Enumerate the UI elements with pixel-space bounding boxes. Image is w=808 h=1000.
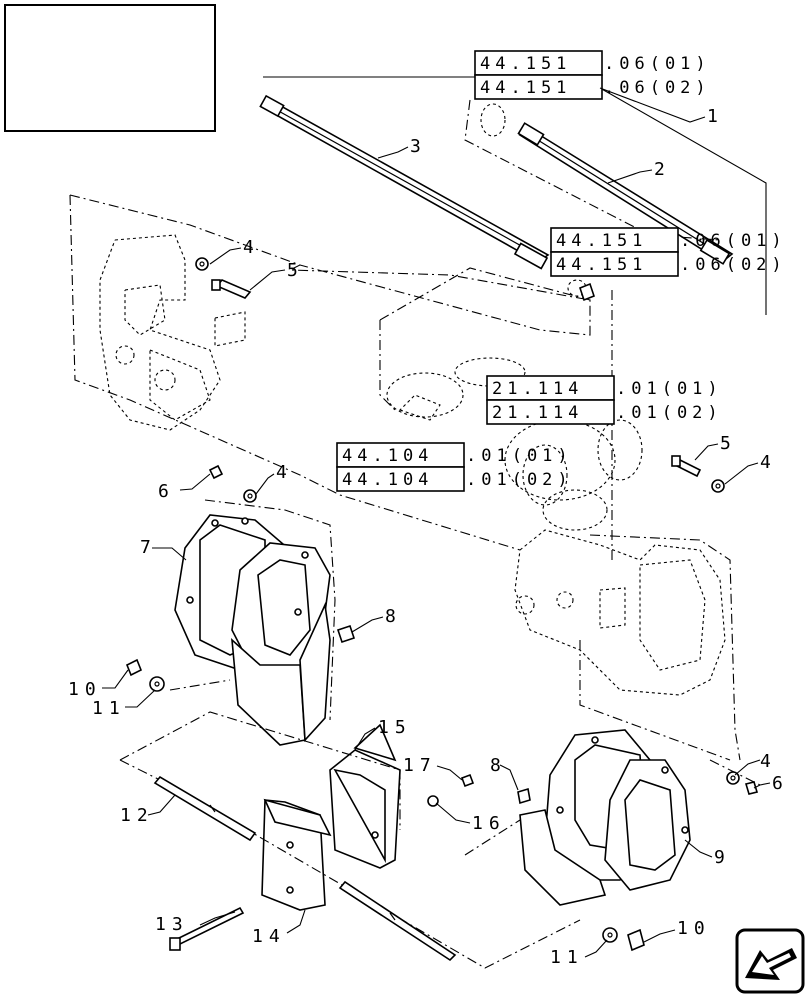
envelope-left-lower: [69, 194, 521, 551]
ref-label: 44.104: [342, 446, 433, 466]
envelope-lower-bottom: [119, 759, 581, 969]
envelope-left: [69, 194, 591, 336]
ghost-gear-top: [480, 103, 506, 137]
callout-4a: 4: [243, 237, 260, 258]
envelope-cover-7: [204, 499, 336, 721]
bracket-15: [329, 723, 401, 869]
envelope-middle-top: [379, 267, 591, 321]
left-housing-ghost: [99, 234, 246, 431]
callouts: 1 2 3 4 5 4 5 4 6 4 7 8 10 11 15 17 8 6 …: [68, 106, 789, 968]
envelope-cover-7-left: [169, 679, 231, 691]
reference-line-right: [599, 87, 767, 315]
callout-7: 7: [140, 537, 157, 558]
ref-44-151-mid: 44.151 .06(01) 44.151 .06(02): [550, 227, 787, 277]
housing-cover-7: [174, 514, 331, 746]
callout-4d: 4: [760, 751, 777, 772]
shaft-2: [517, 122, 734, 265]
callout-4c: 4: [276, 462, 293, 483]
stud-12: [153, 775, 257, 842]
envelope-lower: [119, 711, 401, 830]
envelope-cover-9: [464, 819, 521, 856]
ref-label: 44.104: [342, 470, 433, 490]
envelope-right-lower: [579, 640, 731, 761]
callout-17: 17: [403, 755, 437, 776]
callout-6a: 6: [158, 481, 175, 502]
callout-3: 3: [410, 136, 427, 157]
callout-11b: 11: [550, 947, 584, 968]
ref-label: 21.114: [492, 379, 583, 399]
ref-suffix: .06(02): [604, 78, 711, 98]
stud-16: [338, 880, 457, 962]
ref-21-114: 21.114 .01(01) 21.114 .01(02): [486, 375, 723, 425]
callout-13: 13: [155, 914, 189, 935]
ref-suffix: .06(02): [680, 255, 787, 275]
ref-label: 44.151: [556, 255, 647, 275]
envelope-shaft-2: [464, 99, 721, 241]
ref-label: 44.151: [480, 78, 571, 98]
callout-5b: 5: [720, 433, 737, 454]
ref-label: 44.151: [480, 54, 571, 74]
ref-44-104: 44.104 .01(01) 44.104 .01(02): [336, 442, 573, 492]
callout-15: 15: [378, 717, 412, 738]
callout-6b: 6: [772, 773, 789, 794]
fasteners: [125, 257, 759, 952]
bolt-13: [169, 906, 245, 951]
bracket-14: [261, 798, 332, 911]
ref-suffix: .06(01): [680, 231, 787, 251]
right-housing-ghost: [514, 529, 726, 696]
ref-suffix: .01(01): [616, 379, 723, 399]
ref-suffix: .01(02): [616, 403, 723, 423]
callout-8b: 8: [490, 755, 507, 776]
callout-4b: 4: [760, 452, 777, 473]
shaft-3: [259, 94, 550, 270]
ref-label: 21.114: [492, 403, 583, 423]
housing-cover-9: [519, 729, 691, 906]
leaders: [102, 87, 771, 958]
callout-10b: 10: [677, 918, 711, 939]
callout-10a: 10: [68, 679, 102, 700]
callout-12: 12: [120, 805, 154, 826]
navigation-arrow-icon[interactable]: [735, 928, 805, 994]
callout-9: 9: [714, 847, 731, 868]
ref-label: 44.151: [556, 231, 647, 251]
ref-suffix: .01(01): [466, 446, 573, 466]
callout-8a: 8: [385, 606, 402, 627]
callout-2: 2: [654, 159, 671, 180]
ref-suffix: .06(01): [604, 54, 711, 74]
callout-16: 16: [472, 813, 506, 834]
title-block: [4, 4, 216, 132]
callout-1: 1: [707, 106, 724, 127]
envelope-right: [589, 534, 741, 761]
callout-11a: 11: [92, 698, 126, 719]
ref-44-151-top: 44.151 .06(01) 44.151 .06(02): [474, 50, 711, 100]
envelope-middle: [379, 320, 396, 411]
callout-5a: 5: [287, 260, 304, 281]
callout-14: 14: [252, 926, 286, 947]
ref-suffix: .01(02): [466, 470, 573, 490]
